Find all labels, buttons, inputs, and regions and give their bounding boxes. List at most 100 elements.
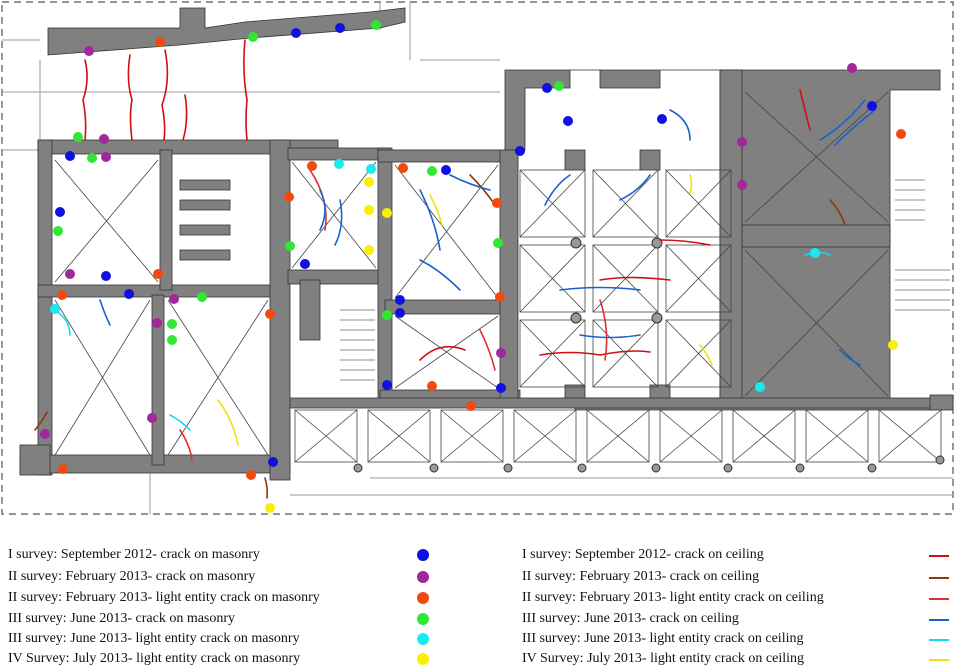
crack-masonry-jun2013light bbox=[366, 164, 376, 174]
crack-ceiling-sep2012 bbox=[599, 276, 671, 281]
crack-masonry-sep2012 bbox=[563, 116, 573, 126]
crack-masonry-sep2012 bbox=[382, 380, 392, 390]
vault-cell bbox=[519, 169, 586, 238]
arcade-bay bbox=[805, 409, 869, 463]
crack-masonry-sep2012 bbox=[268, 457, 278, 467]
crack-masonry-jun2013 bbox=[53, 226, 63, 236]
crack-masonry-sep2012 bbox=[291, 28, 301, 38]
arcade-diagonal bbox=[440, 409, 504, 463]
columns bbox=[353, 237, 945, 473]
crack-ceiling-jun2013 bbox=[579, 334, 641, 339]
legend-masonry-label-4: III survey: June 2013- crack on masonry bbox=[8, 611, 236, 626]
crack-masonry-feb2013light bbox=[466, 401, 476, 411]
crack-ceiling-sep2012 bbox=[161, 49, 169, 141]
vault-diagonal bbox=[592, 319, 659, 388]
crack-masonry-feb2013 bbox=[99, 134, 109, 144]
crack-masonry-feb2013 bbox=[847, 63, 857, 73]
legend-ceiling-marker-5 bbox=[929, 639, 949, 641]
crack-masonry-feb2013 bbox=[101, 152, 111, 162]
legend-ceiling-label-3: II survey: February 2013- light entity c… bbox=[522, 590, 824, 605]
crack-masonry-sep2012 bbox=[101, 271, 111, 281]
legend-ceiling-marker-4 bbox=[929, 619, 949, 621]
crack-ceiling-sep2012 bbox=[182, 94, 188, 141]
legend-ceiling-label-5: III survey: June 2013- light entity crac… bbox=[522, 631, 804, 646]
crack-masonry-sep2012 bbox=[441, 165, 451, 175]
crack-masonry-feb2013light bbox=[495, 292, 505, 302]
vault-diagonal bbox=[519, 244, 586, 313]
crack-masonry-feb2013light bbox=[896, 129, 906, 139]
crack-ceiling-feb2013 bbox=[469, 174, 496, 206]
crack-masonry-sep2012 bbox=[395, 295, 405, 305]
crack-ceiling-jun2013 bbox=[619, 174, 651, 201]
legend-ceiling-marker-6 bbox=[929, 659, 949, 661]
crack-masonry-feb2013light bbox=[492, 198, 502, 208]
arcade-diagonal bbox=[586, 409, 650, 463]
crack-ceiling-jul2013light bbox=[429, 194, 443, 226]
legend-masonry-label-1: I survey: September 2012- crack on mason… bbox=[8, 547, 260, 562]
crack-ceiling-jun2013light bbox=[54, 309, 71, 336]
crack-masonry-sep2012 bbox=[515, 146, 525, 156]
crack-ceiling-feb2013light bbox=[599, 299, 608, 361]
crack-ceiling-jun2013 bbox=[319, 189, 326, 231]
arcade-diagonal bbox=[878, 409, 942, 463]
crack-ceiling-jun2013 bbox=[559, 286, 641, 291]
arcade-diagonal bbox=[367, 409, 431, 463]
vault-cell bbox=[592, 169, 659, 238]
crack-masonry-jul2013light bbox=[888, 340, 898, 350]
crack-masonry-feb2013 bbox=[147, 413, 157, 423]
crack-masonry-feb2013light bbox=[57, 290, 67, 300]
arcade-bay bbox=[367, 409, 431, 463]
crack-ceiling-jun2013 bbox=[839, 349, 861, 366]
arcade-bay bbox=[732, 409, 796, 463]
vault-cell bbox=[665, 169, 732, 238]
crack-masonry-jun2013 bbox=[382, 310, 392, 320]
legend-masonry-marker-3 bbox=[417, 592, 429, 604]
crack-masonry-sep2012 bbox=[55, 207, 65, 217]
crack-masonry-sep2012 bbox=[867, 101, 877, 111]
legend-masonry-marker-5 bbox=[417, 633, 429, 645]
legend-ceiling-marker-1 bbox=[929, 555, 949, 557]
crack-masonry-sep2012 bbox=[542, 83, 552, 93]
crack-ceiling-feb2013 bbox=[264, 477, 269, 499]
crack-ceiling-jul2013light bbox=[689, 174, 693, 194]
crack-masonry-jun2013light bbox=[810, 248, 820, 258]
crack-ceiling-sep2012 bbox=[539, 350, 651, 356]
crack-ceiling-feb2013 bbox=[34, 411, 48, 431]
legend-masonry-label-6: IV Survey: July 2013- light entity crack… bbox=[8, 651, 301, 666]
crack-ceiling-jun2013light bbox=[169, 414, 191, 431]
crack-masonry-feb2013 bbox=[169, 294, 179, 304]
crack-ceiling-jun2013 bbox=[334, 199, 343, 246]
crack-masonry-feb2013 bbox=[496, 348, 506, 358]
crack-masonry-feb2013light bbox=[284, 192, 294, 202]
vault-diagonal bbox=[592, 244, 659, 313]
crack-masonry-jun2013 bbox=[371, 20, 381, 30]
legend-masonry-marker-6 bbox=[417, 653, 429, 665]
arcade-bays bbox=[294, 409, 942, 463]
crack-masonry-jul2013light bbox=[364, 205, 374, 215]
crack-masonry-jul2013light bbox=[364, 177, 374, 187]
crack-masonry-feb2013light bbox=[153, 269, 163, 279]
crack-ceiling-jun2013 bbox=[419, 189, 441, 251]
crack-masonry-sep2012 bbox=[300, 259, 310, 269]
arcade-diagonal bbox=[805, 409, 869, 463]
arcade-diagonal bbox=[732, 409, 796, 463]
crack-ceiling-sep2012 bbox=[799, 89, 811, 131]
crack-ceiling-jun2013 bbox=[544, 174, 571, 206]
legend-masonry-marker-2 bbox=[417, 571, 429, 583]
crack-ceiling-jul2013light bbox=[699, 344, 713, 366]
vault-cell bbox=[665, 319, 732, 388]
crack-masonry-jun2013 bbox=[493, 238, 503, 248]
crack-ceiling-feb2013 bbox=[829, 199, 846, 226]
arcade-bay bbox=[294, 409, 358, 463]
crack-ceiling-sep2012 bbox=[659, 239, 711, 246]
crack-masonry-feb2013 bbox=[84, 46, 94, 56]
crack-masonry-jun2013light bbox=[334, 159, 344, 169]
crack-masonry-sep2012 bbox=[395, 308, 405, 318]
crack-masonry-feb2013 bbox=[65, 269, 75, 279]
crack-masonry-jun2013 bbox=[285, 241, 295, 251]
arcade-bay bbox=[513, 409, 577, 463]
crack-masonry-jun2013 bbox=[427, 166, 437, 176]
walls bbox=[19, 7, 954, 481]
floor-plan-map bbox=[1, 1, 954, 515]
vault-cell bbox=[519, 244, 586, 313]
